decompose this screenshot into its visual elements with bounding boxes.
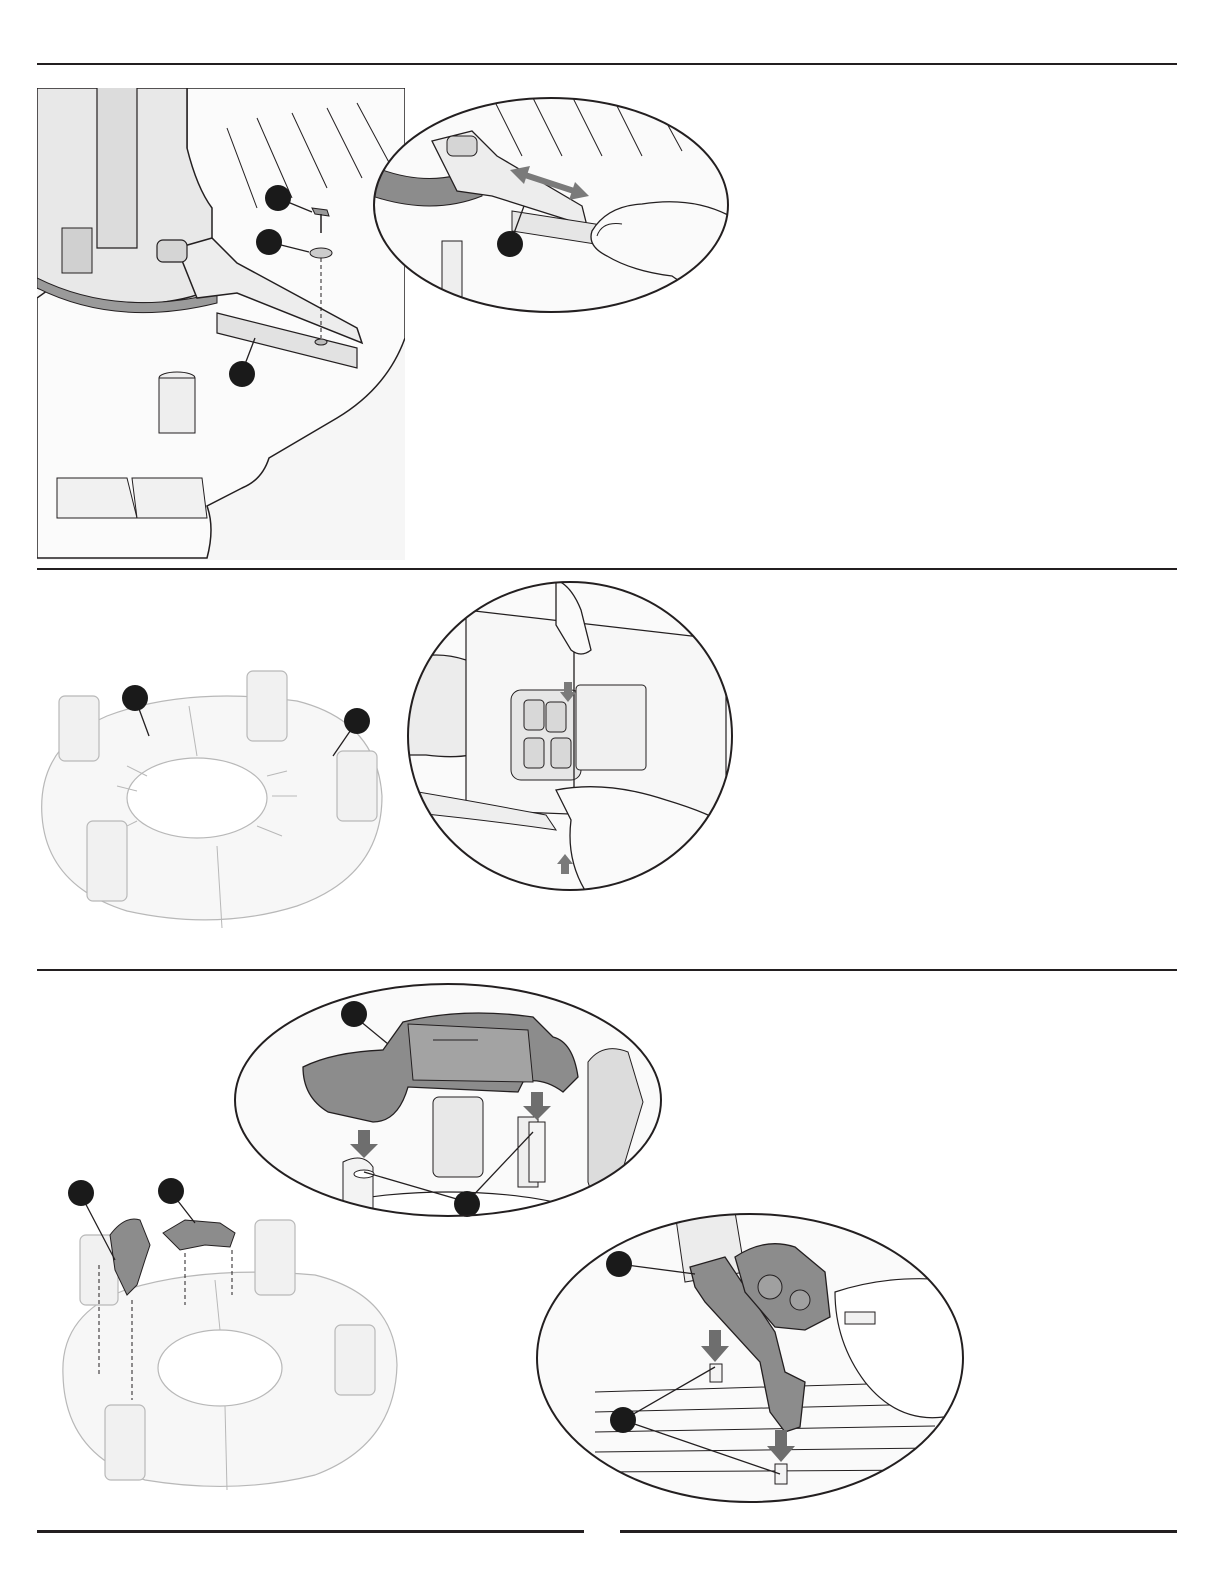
lever-slide-detail-illustration xyxy=(372,96,730,314)
callout-dot xyxy=(158,1178,184,1204)
figure-side-bracket-detail xyxy=(535,1212,965,1504)
figure-lever-attach xyxy=(37,88,405,560)
footer-rule-left xyxy=(37,1530,584,1533)
callout-dot xyxy=(229,361,255,387)
callout-dot xyxy=(68,1180,94,1206)
callout-dot xyxy=(454,1191,480,1217)
footer-rule-right xyxy=(620,1530,1177,1533)
callout-dot xyxy=(265,185,291,211)
callout-dot xyxy=(606,1251,632,1277)
callout-dot xyxy=(341,1001,367,1027)
callout-dot xyxy=(497,231,523,257)
base-ring-illustration xyxy=(37,646,387,932)
join-halves-detail-illustration xyxy=(406,580,734,892)
figure-base-ring-halves xyxy=(37,646,387,932)
section-divider-middle xyxy=(37,568,1177,570)
lever-attach-illustration xyxy=(37,88,405,560)
side-bracket-detail-illustration xyxy=(535,1212,965,1504)
callout-dot xyxy=(256,229,282,255)
callout-dot xyxy=(122,685,148,711)
figure-base-with-brackets xyxy=(55,1175,405,1495)
figure-join-halves-detail xyxy=(406,580,734,892)
callout-dot xyxy=(344,708,370,734)
base-with-brackets-illustration xyxy=(55,1175,405,1495)
section-divider-lower xyxy=(37,969,1177,971)
figure-lever-slide-detail xyxy=(372,96,730,314)
callout-dot xyxy=(610,1407,636,1433)
section-divider-top xyxy=(37,63,1177,65)
